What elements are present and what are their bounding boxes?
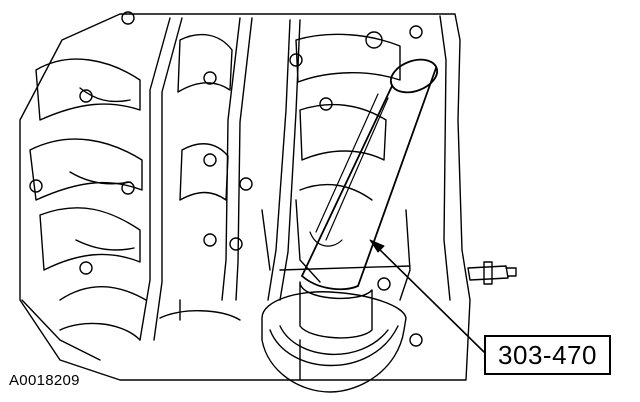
block-outline (19, 13, 471, 381)
crank-web (39, 207, 141, 271)
main-bearing (299, 281, 373, 339)
stud-bolt (467, 261, 517, 285)
tool-303-470 (301, 58, 439, 291)
bearing-cap (261, 291, 407, 393)
figure-id-label: A0018209 (9, 372, 80, 389)
crank-web (29, 138, 143, 201)
crank-web (35, 58, 141, 121)
bulkhead-wall (139, 17, 171, 341)
bolt-heads (29, 11, 423, 347)
bulkhead-wall (267, 19, 291, 301)
callout-leader-line (375, 245, 485, 353)
leader-arrowhead (369, 239, 385, 253)
tool-number-callout: 303-470 (484, 335, 611, 375)
